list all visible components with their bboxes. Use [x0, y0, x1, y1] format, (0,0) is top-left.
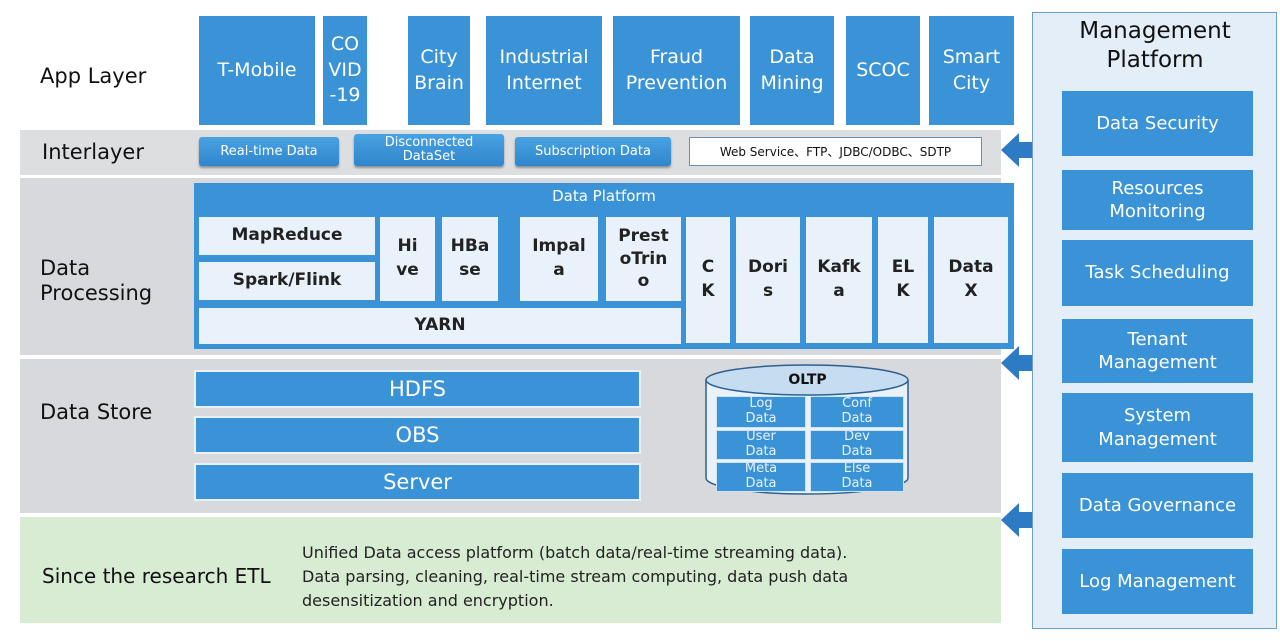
dp-elk: ELK: [878, 217, 928, 343]
interlayer-disconnected-dataset: Disconnected DataSet: [354, 134, 504, 166]
oltp-log-data: Log Data: [716, 396, 806, 428]
app-item-smart-city: Smart City: [929, 16, 1014, 125]
dp-mapreduce: MapReduce: [199, 217, 375, 255]
app-item-industrial-internet: Industrial Internet: [486, 16, 602, 125]
interlayer-realtime-data: Real-time Data: [199, 137, 339, 166]
mgmt-data-governance: Data Governance: [1062, 473, 1253, 538]
data-store-label: Data Store: [40, 400, 153, 424]
interlayer-protocols: Web Service、FTP、JDBC/ODBC、SDTP: [689, 137, 982, 166]
dp-hbase: HBase: [442, 217, 498, 301]
app-item-data-mining: Data Mining: [750, 16, 834, 125]
interlayer-subscription-data: Subscription Data: [515, 137, 671, 166]
dp-hive: Hive: [380, 217, 435, 301]
data-processing-label: Data Processing: [40, 256, 153, 306]
mgmt-log-management: Log Management: [1062, 549, 1253, 614]
arrow-tail-etl: [1018, 512, 1032, 528]
arrow-tail-interlayer: [1018, 142, 1032, 158]
app-item-city-brain: City Brain: [408, 16, 470, 125]
store-server: Server: [194, 463, 641, 501]
etl-line-3: desensitization and encryption.: [302, 591, 554, 610]
store-obs: OBS: [194, 416, 641, 454]
app-item-fraud-prevention: Fraud Prevention: [613, 16, 740, 125]
app-item-scoc: SCOC: [846, 16, 920, 125]
arrow-left-interlayer-icon: [1001, 133, 1019, 167]
dp-spark-flink: Spark/Flink: [199, 262, 375, 300]
dp-impala: Impala: [520, 217, 598, 301]
dp-kafka: Kafka: [806, 217, 872, 343]
dp-presto-trino: PrestoTrino: [606, 217, 681, 301]
etl-line-1: Unified Data access platform (batch data…: [302, 543, 848, 562]
etl-label: Since the research ETL: [42, 564, 271, 588]
data-platform-title: Data Platform: [552, 187, 656, 205]
store-hdfs: HDFS: [194, 370, 641, 408]
app-item-covid-19: COVID-19: [323, 16, 367, 125]
mgmt-resources-monitoring: Resources Monitoring: [1062, 170, 1253, 230]
oltp-meta-data: Meta Data: [716, 462, 806, 492]
dp-ck: CK: [686, 217, 730, 343]
app-layer-label: App Layer: [40, 64, 147, 88]
oltp-dev-data: Dev Data: [810, 430, 904, 460]
etl-line-2: Data parsing, cleaning, real-time stream…: [302, 567, 849, 586]
arrow-left-processing-icon: [1001, 346, 1019, 380]
etl-description: Unified Data access platform (batch data…: [302, 541, 848, 613]
etl-band: [20, 517, 1001, 623]
dp-doris: Doris: [736, 217, 800, 343]
mgmt-tenant-management: Tenant Management: [1062, 319, 1253, 383]
arrow-tail-processing: [1018, 355, 1032, 371]
oltp-conf-data: Conf Data: [810, 396, 904, 428]
oltp-user-data: User Data: [716, 430, 806, 460]
mgmt-data-security: Data Security: [1062, 91, 1253, 156]
mgmt-task-scheduling: Task Scheduling: [1062, 240, 1253, 306]
dp-datax: DataX: [934, 217, 1008, 343]
mgmt-system-management: System Management: [1062, 393, 1253, 462]
oltp-else-data: Else Data: [810, 462, 904, 492]
interlayer-label: Interlayer: [42, 140, 144, 164]
management-title: Management Platform: [1079, 18, 1231, 73]
app-item-t-mobile: T-Mobile: [199, 16, 315, 125]
oltp-title: OLTP: [788, 372, 827, 388]
dp-yarn: YARN: [199, 308, 681, 344]
arrow-left-etl-icon: [1001, 503, 1019, 537]
